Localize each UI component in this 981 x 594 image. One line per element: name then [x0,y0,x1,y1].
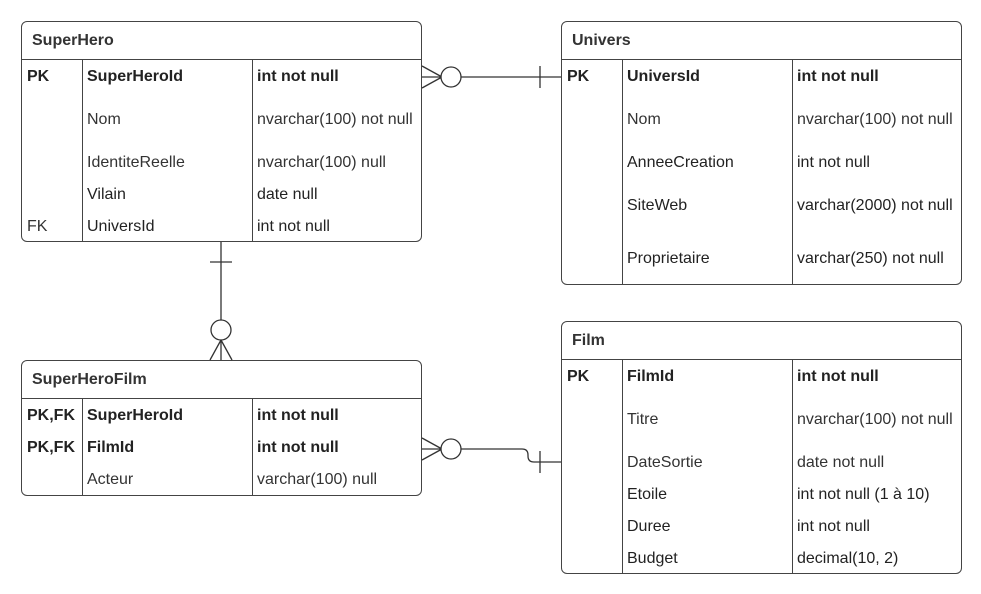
key-cell: PK [27,67,50,85]
key-cell: FK [27,217,48,235]
entity-title: SuperHero [22,22,421,60]
column-name: Vilain [87,185,126,203]
column-type: int not null [797,153,870,171]
column-name: SuperHeroId [87,67,184,85]
column-name: UniversId [627,67,700,85]
table-row: PK SuperHeroId int not null [22,60,421,92]
column-type: varchar(100) null [257,470,378,488]
column-name: Titre [627,410,659,428]
key-cell [562,92,622,146]
table-row: DateSortie date not null [562,446,961,478]
column-type: nvarchar(100) not null [797,110,953,128]
key-cell [562,178,622,232]
entity-title: SuperHeroFilm [22,361,421,399]
column-name: IdentiteReelle [87,153,185,171]
column-type: nvarchar(100) not null [257,110,413,128]
column-type: date not null [797,453,885,471]
key-cell [562,232,622,284]
column-name: Nom [627,110,661,128]
table-row: Acteur varchar(100) null [22,463,421,495]
column-type: date null [257,185,318,203]
table-row: Budget decimal(10, 2) [562,542,961,573]
key-cell [562,542,622,573]
table-row: Nom nvarchar(100) not null [22,92,421,146]
column-name: Proprietaire [627,249,710,267]
table-row: Duree int not null [562,510,961,542]
entity-title: Film [562,322,961,360]
column-name: AnneeCreation [627,153,734,171]
column-type: varchar(250) not null [797,249,944,267]
table-row: Vilain date null [22,178,421,210]
column-type: int not null [797,517,870,535]
table-row: AnneeCreation int not null [562,146,961,178]
column-name: FilmId [627,367,675,385]
key-cell [562,146,622,178]
relationship-superhero-univers [421,65,561,89]
key-cell: PK,FK [27,406,75,424]
table-row: PK,FK SuperHeroId int not null [22,399,421,431]
table-row: PK FilmId int not null [562,360,961,392]
table-row: FK UniversId int not null [22,210,421,241]
column-type: int not null [797,367,879,385]
table-row: PK,FK FilmId int not null [22,431,421,463]
relationship-superherofilm-film [421,437,561,473]
column-name: SiteWeb [627,196,688,214]
column-type: decimal(10, 2) [797,549,899,567]
entity-univers[interactable]: Univers PK UniversId int not null Nom nv… [561,21,962,285]
table-row: Etoile int not null (1 à 10) [562,478,961,510]
column-type: int not null [797,67,879,85]
table-row: Titre nvarchar(100) not null [562,392,961,446]
column-name: Etoile [627,485,668,503]
key-cell: PK [567,367,590,385]
key-cell [22,463,82,495]
column-name: SuperHeroId [87,406,184,424]
table-row: SiteWeb varchar(2000) not null [562,178,961,232]
relationship-superhero-superherofilm [209,242,233,361]
column-name: UniversId [87,217,155,235]
entity-superherofilm[interactable]: SuperHeroFilm PK,FK SuperHeroId int not … [21,360,422,496]
table-row: Nom nvarchar(100) not null [562,92,961,146]
column-name: Duree [627,517,671,535]
key-cell [562,510,622,542]
key-cell [22,92,82,146]
table-row: IdentiteReelle nvarchar(100) null [22,146,421,178]
column-type: int not null [257,217,330,235]
key-cell [562,478,622,510]
column-name: Budget [627,549,678,567]
key-cell [22,146,82,178]
column-type: nvarchar(100) null [257,153,386,171]
column-name: Acteur [87,470,134,488]
column-name: DateSortie [627,453,703,471]
key-cell: PK [567,67,590,85]
column-type: int not null (1 à 10) [797,485,930,503]
table-row: Proprietaire varchar(250) not null [562,232,961,284]
column-type: int not null [257,438,339,456]
key-cell [22,178,82,210]
column-type: nvarchar(100) not null [797,410,953,428]
column-type: int not null [257,406,339,424]
column-name: Nom [87,110,121,128]
column-name: FilmId [87,438,135,456]
entity-title: Univers [562,22,961,60]
table-row: PK UniversId int not null [562,60,961,92]
column-type: varchar(2000) not null [797,196,953,214]
entity-film[interactable]: Film PK FilmId int not null Titre nvarch… [561,321,962,574]
key-cell [562,392,622,446]
key-cell: PK,FK [27,438,75,456]
key-cell [562,446,622,478]
column-type: int not null [257,67,339,85]
entity-superhero[interactable]: SuperHero PK SuperHeroId int not null No… [21,21,422,242]
